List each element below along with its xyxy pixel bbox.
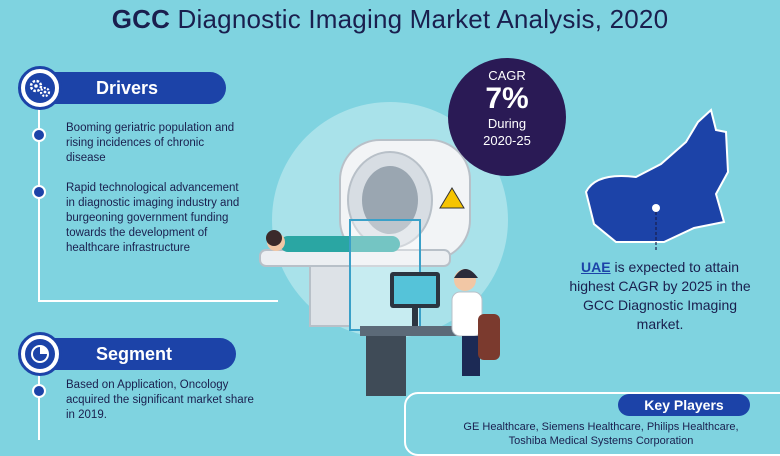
cagr-period: 2020-25 — [483, 133, 531, 148]
monitor-stand — [412, 308, 418, 326]
bed-stand — [309, 265, 351, 327]
radiation-warning-icon — [439, 187, 465, 209]
map-marker — [652, 204, 660, 212]
drivers-divider — [38, 300, 278, 302]
driver-bullet-2 — [32, 185, 46, 199]
key-players-line-2: Toshiba Medical Systems Corporation — [508, 435, 694, 447]
pie-chart-icon — [18, 332, 62, 376]
desk-cabinet — [366, 336, 406, 396]
uae-shape — [584, 108, 730, 243]
segment-item-1: Based on Application, Oncology acquired … — [66, 379, 254, 421]
key-players-list: GE Healthcare, Siemens Healthcare, Phili… — [416, 420, 780, 448]
gears-icon — [18, 66, 62, 110]
office-chair — [478, 314, 500, 360]
scanner-bore-inner — [362, 166, 418, 234]
uae-highlight: UAE — [581, 259, 611, 275]
driver-item-2: Rapid technological advancement in diagn… — [66, 182, 240, 254]
drivers-pill: Drivers — [40, 72, 226, 104]
drivers-timeline — [38, 100, 40, 300]
drivers-label: Drivers — [96, 78, 159, 98]
title-bold: GCC — [111, 4, 171, 34]
driver-item-1: Booming geriatric population and rising … — [66, 122, 235, 164]
patient-body — [280, 236, 400, 252]
patient-hair — [266, 230, 282, 246]
mri-scanner-illustration — [259, 102, 508, 396]
segment-bullet-1 — [32, 384, 46, 398]
uae-callout: UAE is expected to attain highest CAGR b… — [560, 258, 760, 334]
page-title: GCC Diagnostic Imaging Market Analysis, … — [0, 4, 780, 35]
uae-text: is expected to attain highest CAGR by 20… — [569, 259, 751, 332]
driver-bullet-1 — [32, 128, 46, 142]
key-players-line-1: GE Healthcare, Siemens Healthcare, Phili… — [463, 421, 739, 433]
desk-top — [360, 326, 500, 336]
doctor-legs — [462, 336, 480, 376]
key-players-label: Key Players — [618, 394, 750, 416]
doctor-coat — [451, 291, 483, 337]
doctor-hair — [454, 269, 478, 278]
uae-map — [584, 108, 730, 252]
segment-pill: Segment — [40, 338, 236, 370]
segment-timeline — [38, 370, 40, 440]
cagr-during: During — [487, 116, 527, 131]
title-rest: Diagnostic Imaging Market Analysis, 2020 — [170, 4, 669, 34]
segment-label: Segment — [96, 344, 173, 364]
monitor-screen — [394, 276, 436, 304]
cagr-label: CAGR — [488, 68, 526, 83]
cagr-value: 7% — [485, 82, 529, 115]
cagr-bubble: CAGR 7% During 2020-25 — [448, 58, 566, 176]
